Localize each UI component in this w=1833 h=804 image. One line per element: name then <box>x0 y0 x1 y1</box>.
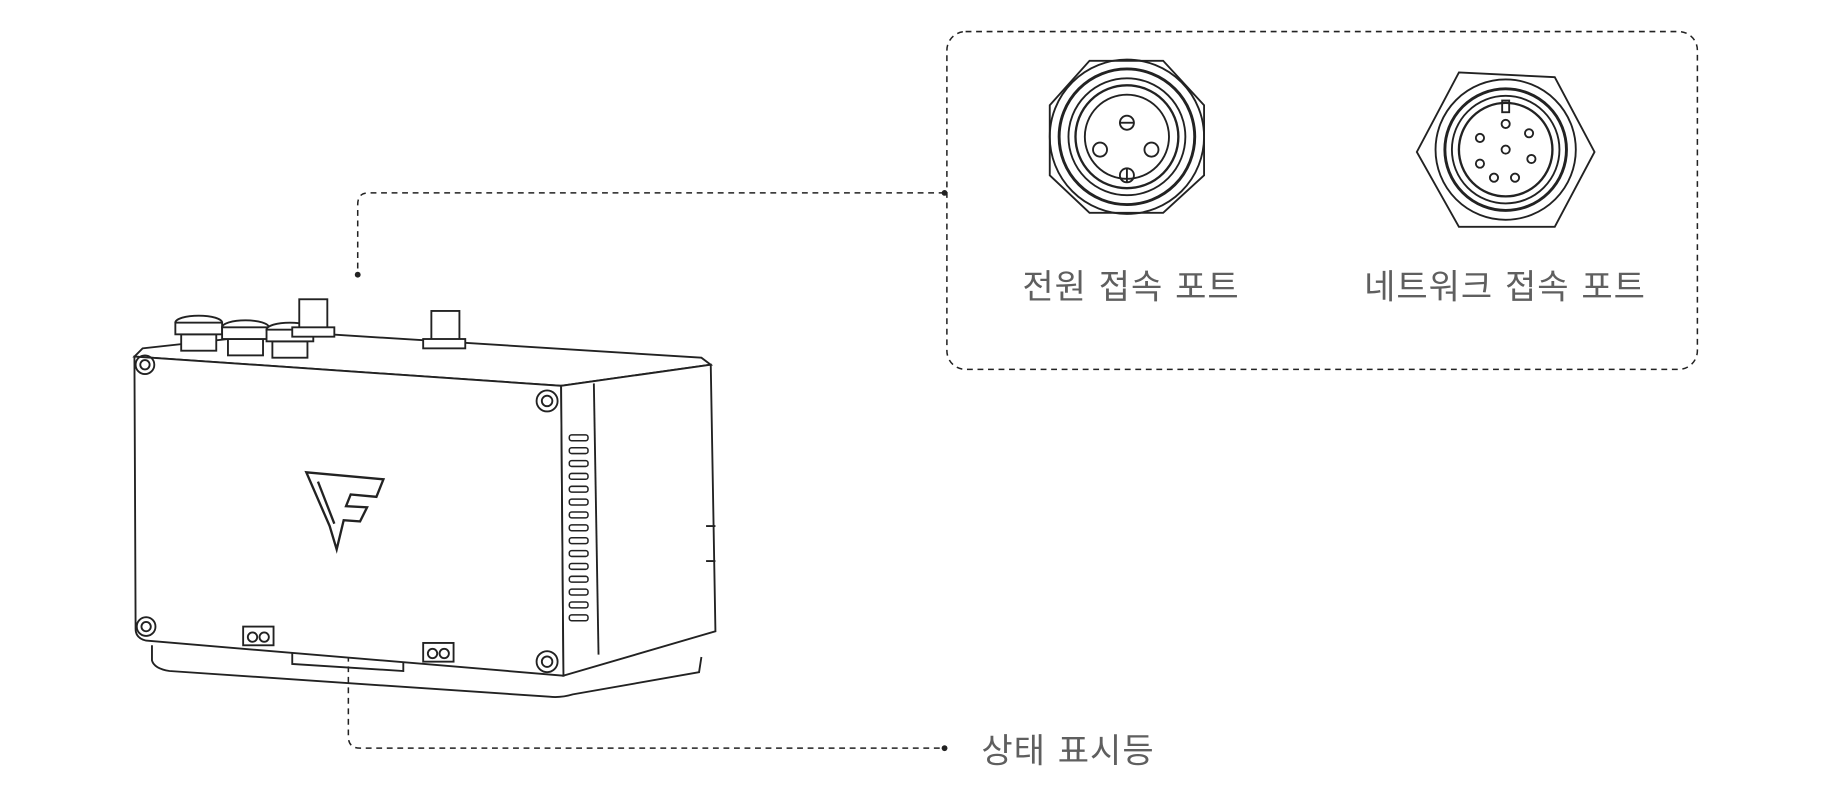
network-port-label: 네트워크 접속 포트 <box>1364 267 1646 308</box>
device-illustration <box>132 298 717 698</box>
power-port-connector-icon <box>1048 58 1206 215</box>
status-indicator-leader-line <box>347 582 945 749</box>
power-port-leader-line <box>356 192 945 274</box>
network-port-connector-icon <box>1415 71 1596 228</box>
status-indicator-label: 상태 표시등 <box>981 731 1155 772</box>
brand-logo-icon <box>304 470 386 554</box>
power-port-label: 전원 접속 포트 <box>1022 267 1240 308</box>
ports-callout-box <box>946 30 1699 371</box>
